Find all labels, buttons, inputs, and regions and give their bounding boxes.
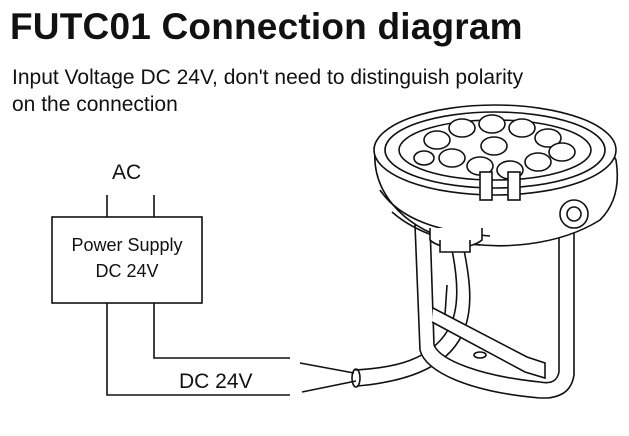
bracket-knob <box>559 199 589 229</box>
subtitle-line-2: on the connection <box>12 93 178 116</box>
power-supply-box <box>51 216 203 304</box>
lamp-body <box>373 104 619 253</box>
lamp-lead-1 <box>299 362 355 374</box>
ac-label: AC <box>112 161 141 184</box>
lamp-lead-2 <box>301 380 357 393</box>
diagram-subtitle: Input Voltage DC 24V, don't need to dist… <box>12 64 622 118</box>
power-supply-voltage: DC 24V <box>95 261 158 281</box>
dc-wire-lower <box>106 303 290 396</box>
diagram-title: FUTC01 Connection diagram <box>10 6 523 47</box>
dc-wire-upper <box>153 303 290 359</box>
power-supply-label: Power Supply <box>71 235 182 255</box>
dc-output-label: DC 24V <box>179 370 253 393</box>
subtitle-line-1: Input Voltage DC 24V, don't need to dist… <box>12 66 524 89</box>
lamp-bracket <box>414 224 575 399</box>
